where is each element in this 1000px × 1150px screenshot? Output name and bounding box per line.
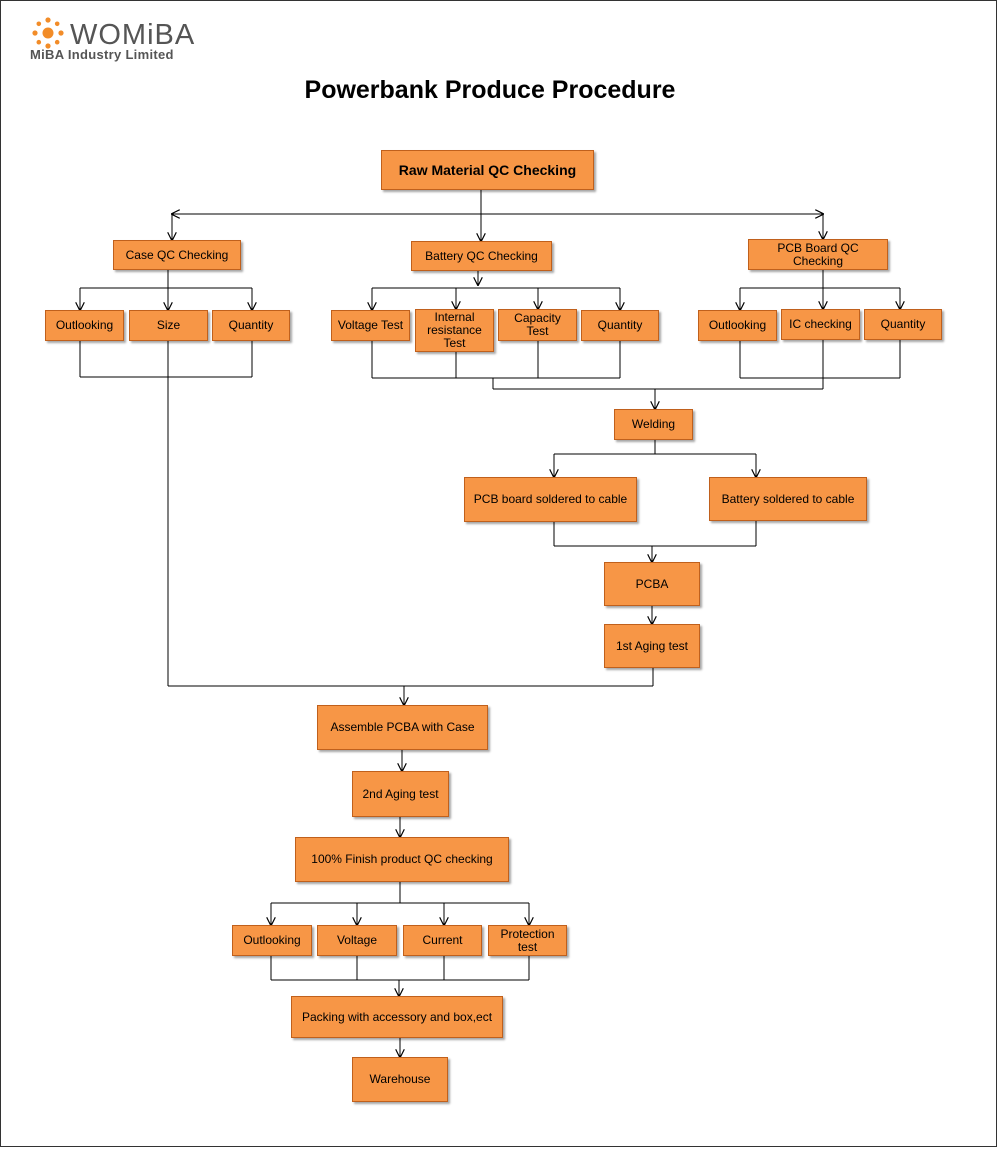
node-final-product-qc: 100% Finish product QC checking: [295, 837, 509, 882]
node-1st-aging-test: 1st Aging test: [604, 624, 700, 668]
logo-wordmark: WOMiBA: [70, 19, 196, 51]
node-pcb-ic-checking: IC checking: [781, 309, 860, 340]
node-case-size: Size: [129, 310, 208, 341]
node-warehouse: Warehouse: [352, 1057, 448, 1102]
company-name: MiBA Industry Limited: [30, 47, 174, 62]
node-case-quantity: Quantity: [212, 310, 290, 341]
node-battery-voltage-test: Voltage Test: [331, 310, 410, 341]
node-raw-material-qc: Raw Material QC Checking: [381, 150, 594, 190]
node-final-current: Current: [403, 925, 482, 956]
node-pcb-outlooking: Outlooking: [698, 310, 777, 341]
node-final-voltage: Voltage: [317, 925, 397, 956]
node-battery-internal-resistance: Internal resistance Test: [415, 309, 494, 352]
node-pcb-soldered-to-cable: PCB board soldered to cable: [464, 477, 637, 522]
logo: WOMiBA MiBA Industry Limited: [30, 16, 200, 66]
node-pcba: PCBA: [604, 562, 700, 606]
node-packing: Packing with accessory and box,ect: [291, 996, 503, 1038]
node-final-protection-test: Protection test: [488, 925, 567, 956]
sun-icon: [32, 17, 64, 49]
node-case-outlooking: Outlooking: [45, 310, 124, 341]
node-battery-quantity: Quantity: [581, 310, 659, 341]
node-assemble-pcba-with-case: Assemble PCBA with Case: [317, 705, 488, 750]
node-case-qc: Case QC Checking: [113, 240, 241, 270]
node-battery-soldered-to-cable: Battery soldered to cable: [709, 477, 867, 521]
node-2nd-aging-test: 2nd Aging test: [352, 771, 449, 817]
node-pcb-quantity: Quantity: [864, 309, 942, 340]
node-battery-qc: Battery QC Checking: [411, 241, 552, 271]
diagram-title: Powerbank Produce Procedure: [304, 76, 676, 104]
node-final-outlooking: Outlooking: [232, 925, 312, 956]
node-welding: Welding: [614, 409, 693, 440]
node-pcb-board-qc: PCB Board QC Checking: [748, 239, 888, 270]
node-battery-capacity-test: Capacity Test: [498, 309, 577, 341]
